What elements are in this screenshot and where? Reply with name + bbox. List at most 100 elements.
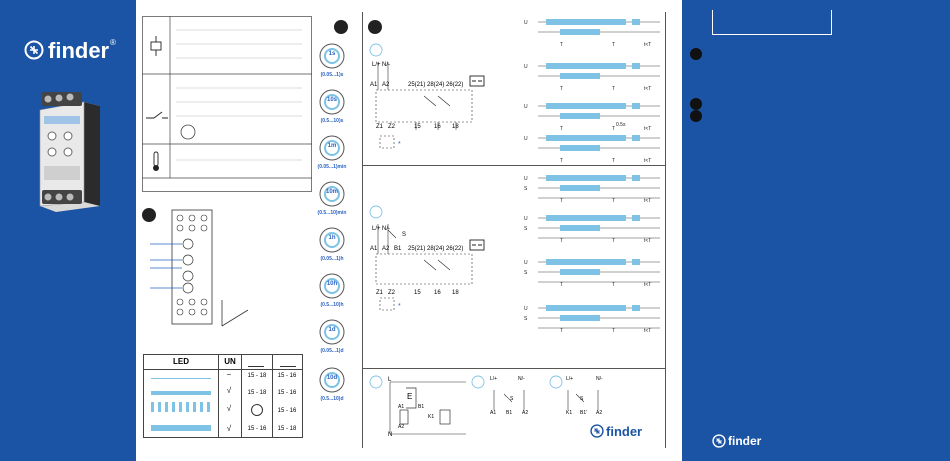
dial-label: 10m <box>325 189 338 195</box>
t-label: T <box>612 238 615 244</box>
dial-range: (0.5...10)d <box>320 396 344 402</box>
w2-b1: B1 <box>394 246 402 252</box>
pulse-bar <box>632 215 640 221</box>
w2-18: 18 <box>452 290 459 296</box>
t-label: T <box>612 328 615 334</box>
dial-6: 10h <box>318 272 346 300</box>
led-flashing-indicator <box>151 402 211 412</box>
brand-name-small: finder <box>606 424 643 439</box>
contact-icon <box>146 111 168 119</box>
ex1-l: L <box>388 377 392 383</box>
ex2-s: S <box>510 396 514 402</box>
thermometer-icon <box>153 151 159 171</box>
dial-5: 1h <box>318 226 346 254</box>
ex1-k1: K1 <box>428 414 435 420</box>
output-bar <box>560 269 600 275</box>
w2-n: N/- <box>382 226 390 232</box>
w2-z2: Z2 <box>388 290 396 296</box>
led-steady-indicator <box>151 425 211 431</box>
output-icon <box>469 75 485 87</box>
pulse-bar <box>546 135 626 141</box>
u-label: U <box>524 216 528 222</box>
u-label: U <box>524 104 528 110</box>
dial-label: 1h <box>328 235 336 241</box>
pulse-bar <box>632 19 640 25</box>
w1-l: L/+ <box>372 62 381 68</box>
dial-range: (0.05...1)h <box>320 256 344 262</box>
w1-16: 16 <box>434 124 441 130</box>
t-label: T <box>560 198 563 204</box>
t-label: T <box>612 126 615 132</box>
led-off-indicator <box>151 378 211 379</box>
t-short-label: t<T <box>644 42 651 48</box>
ex3-l: L/+ <box>566 376 574 382</box>
coil-icon <box>150 36 162 56</box>
s-label: S <box>524 186 528 192</box>
ex2-a1: A1 <box>490 410 497 416</box>
t-label: T <box>560 328 563 334</box>
ex3-b1: B1' <box>580 410 588 416</box>
w1-contacts: 25(21) 28(24) 26(22) <box>408 82 464 88</box>
t-label: T <box>612 282 615 288</box>
u-label: U <box>524 176 528 182</box>
led-on-indicator <box>151 391 211 395</box>
product-image <box>39 92 100 212</box>
front-panel-diagram <box>150 209 249 327</box>
c1-r1: 15 - 18 <box>247 373 267 379</box>
brand-trademark: ® <box>110 38 116 47</box>
ex1-a1: A1 <box>398 404 405 410</box>
wiring-diagram-1: * <box>369 43 485 149</box>
svg-text:*: * <box>398 141 401 148</box>
output-bar <box>560 29 600 35</box>
finder-logo-icon <box>24 40 44 65</box>
svg-text:*: * <box>398 303 401 310</box>
c1-r4: 15 - 16 <box>247 426 267 432</box>
tab-left-edge <box>712 10 713 34</box>
brand-name: finder <box>48 38 110 63</box>
dial-3: 1m <box>318 134 346 162</box>
t-label: T <box>612 158 615 164</box>
section-badge-2 <box>334 20 348 34</box>
un-r4: √ <box>226 424 232 433</box>
u-label: U <box>524 136 528 142</box>
c2-r2: 15 - 16 <box>277 390 297 396</box>
pulse-label: 0.5s <box>616 122 626 128</box>
s-label: S <box>524 270 528 276</box>
ex3-k1: K1 <box>566 410 573 416</box>
u-label: U <box>524 64 528 70</box>
dial-8: 10d <box>318 366 346 394</box>
pulse-bar <box>632 103 640 109</box>
output-bar <box>560 185 600 191</box>
pulse-bar <box>632 259 640 265</box>
w2-15: 15 <box>414 290 421 296</box>
pulse-bar <box>632 135 640 141</box>
pulse-bar <box>546 305 626 311</box>
dial-1: 1s <box>318 42 346 70</box>
w2-a2: A2 <box>382 246 390 252</box>
c1-r2: 15 - 18 <box>247 390 267 396</box>
w1-18: 18 <box>452 124 459 130</box>
pulse-bar <box>546 103 626 109</box>
ex2-a2: A2 <box>522 410 529 416</box>
output-bar <box>560 73 600 79</box>
ex3-n: N/- <box>596 376 603 382</box>
output-bar <box>560 113 600 119</box>
finder-logo-icon-small <box>590 424 604 443</box>
dial-range: (0.5...10)h <box>320 302 344 308</box>
s-label: S <box>524 316 528 322</box>
pulse-bar <box>632 63 640 69</box>
dial-label: 10s <box>326 97 337 103</box>
dial-range: (0.05...1)d <box>320 348 344 354</box>
t-label: T <box>612 86 615 92</box>
un-r2: √ <box>226 386 232 395</box>
w1-15: 15 <box>414 124 421 130</box>
pulse-bar <box>546 175 626 181</box>
ex1-a2: A2 <box>398 424 405 430</box>
un-r3: √ <box>226 404 232 413</box>
w2-s: S <box>402 232 407 238</box>
u-label: U <box>524 20 528 26</box>
dial-7: 1d <box>318 318 346 346</box>
w1-a2: A2 <box>382 82 390 88</box>
dial-4: 10m <box>318 180 346 208</box>
c2-r3: 15 - 16 <box>277 408 297 414</box>
